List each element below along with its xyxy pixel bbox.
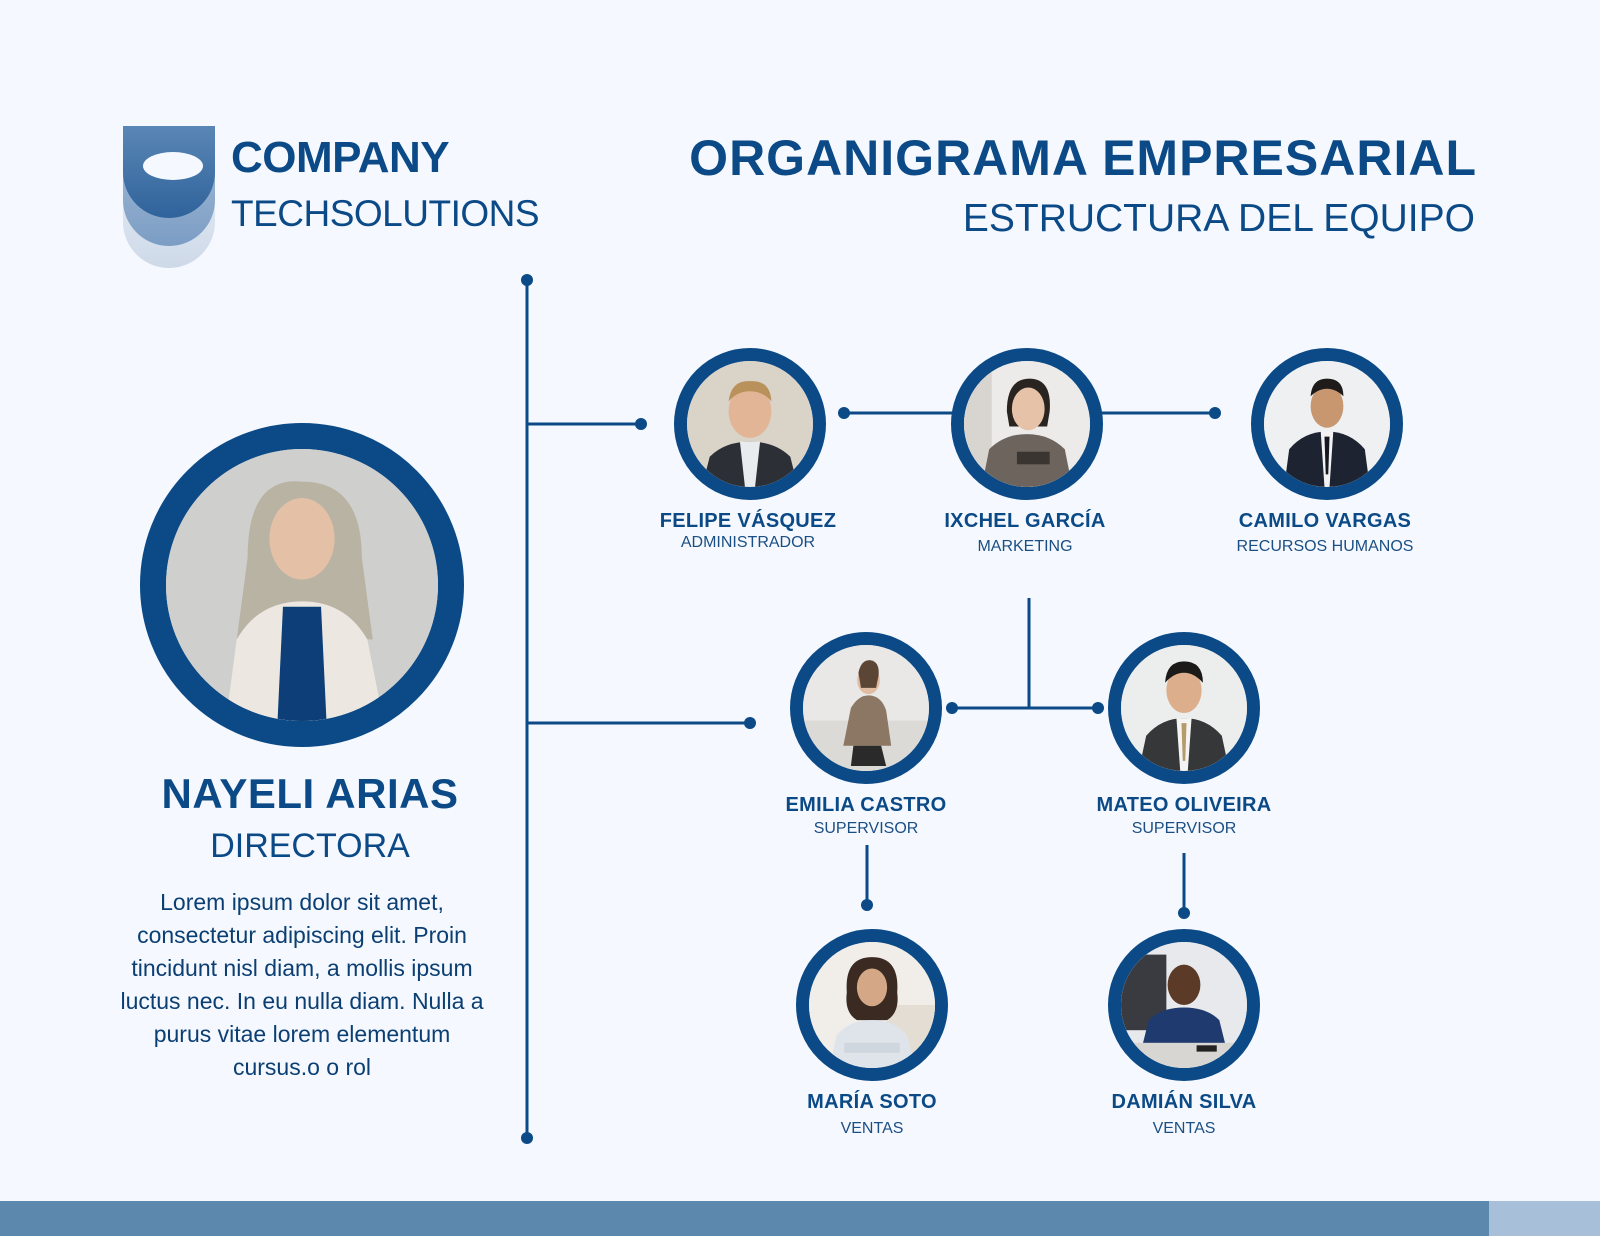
footer-bar — [0, 1201, 1489, 1236]
member-role: RECURSOS HUMANOS — [1236, 538, 1414, 555]
company-logo — [123, 126, 215, 268]
member-role: MARKETING — [977, 538, 1073, 555]
member-avatar — [1108, 632, 1260, 784]
leader-avatar — [140, 423, 464, 747]
member-name: EMILIA CASTRO — [785, 794, 947, 816]
member-role: VENTAS — [840, 1120, 904, 1137]
member-role: SUPERVISOR — [1131, 820, 1237, 837]
member-role: ADMINISTRADOR — [680, 534, 816, 551]
footer-accent — [1489, 1201, 1600, 1236]
member-avatar — [790, 632, 942, 784]
company-subname: TECHSOLUTIONS — [231, 193, 540, 234]
leader-role: DIRECTORA — [210, 827, 410, 865]
page-title: ORGANIGRAMA EMPRESARIAL — [689, 130, 1477, 186]
member-name: IXCHEL GARCÍA — [944, 510, 1106, 532]
leader-name: NAYELI ARIAS — [161, 770, 459, 817]
page-subtitle: ESTRUCTURA DEL EQUIPO — [962, 197, 1475, 240]
member-name: FELIPE VÁSQUEZ — [659, 510, 837, 532]
member-role: VENTAS — [1152, 1120, 1216, 1137]
member-avatar — [1108, 929, 1260, 1081]
member-avatar — [951, 348, 1103, 500]
member-name: MARÍA SOTO — [807, 1091, 937, 1113]
company-name: COMPANY — [231, 133, 450, 182]
member-role: SUPERVISOR — [813, 820, 919, 837]
leader-bio: Lorem ipsum dolor sit amet, consectetur … — [120, 889, 484, 1080]
member-name: MATEO OLIVEIRA — [1096, 794, 1272, 816]
member-name: DAMIÁN SILVA — [1111, 1091, 1257, 1113]
member-name: CAMILO VARGAS — [1238, 510, 1412, 532]
member-avatar — [796, 929, 948, 1081]
member-avatar — [674, 348, 826, 500]
member-avatar — [1251, 348, 1403, 500]
